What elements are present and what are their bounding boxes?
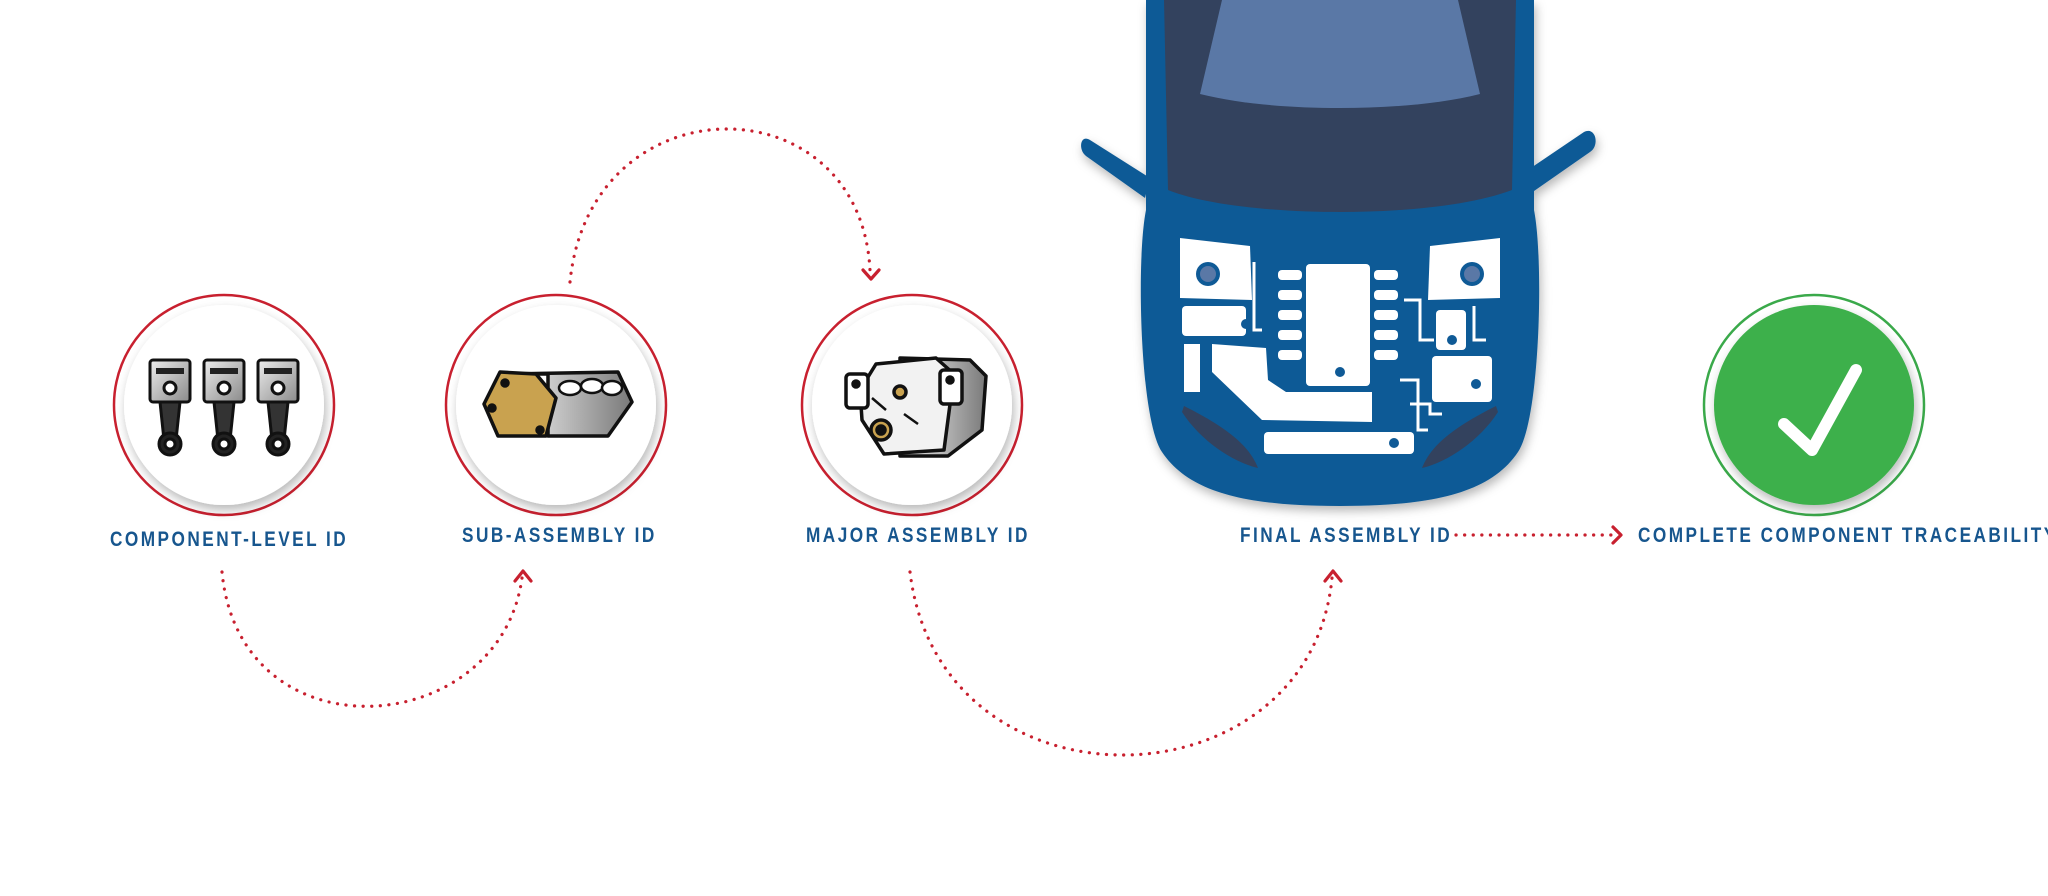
arrow-subassembly-to-major [568,127,872,284]
arrowhead-down-major [861,268,881,281]
arrowhead-right-complete [1611,525,1623,545]
arrowheads [513,268,1623,583]
step-subassembly [444,293,668,517]
label-component-level-id: COMPONENT-LEVEL ID [110,528,349,551]
arrowhead-up-subassembly [513,569,533,583]
label-final-assembly-id: FINAL ASSEMBLY ID [1240,524,1453,547]
label-major-assembly-id: MAJOR ASSEMBLY ID [806,524,1030,547]
connector-arrows [220,127,1616,757]
disc-complete [1714,305,1914,505]
step-component [112,293,336,517]
pistons-icon [148,358,300,457]
engine-icon [844,356,988,458]
step-final [1081,0,1596,506]
arrow-major-to-final [908,570,1334,757]
checkmark-icon [1778,364,1862,456]
car-details [1164,0,1516,468]
step-major [800,293,1024,517]
arrowhead-up-final [1323,569,1343,583]
arrow-component-to-subassembly [220,570,524,708]
label-complete-component-traceability: COMPLETE COMPONENT TRACEABILITY [1638,524,2048,547]
label-sub-assembly-id: SUB-ASSEMBLY ID [462,524,657,547]
step-complete [1702,293,1926,517]
engine-block-icon [482,370,634,438]
